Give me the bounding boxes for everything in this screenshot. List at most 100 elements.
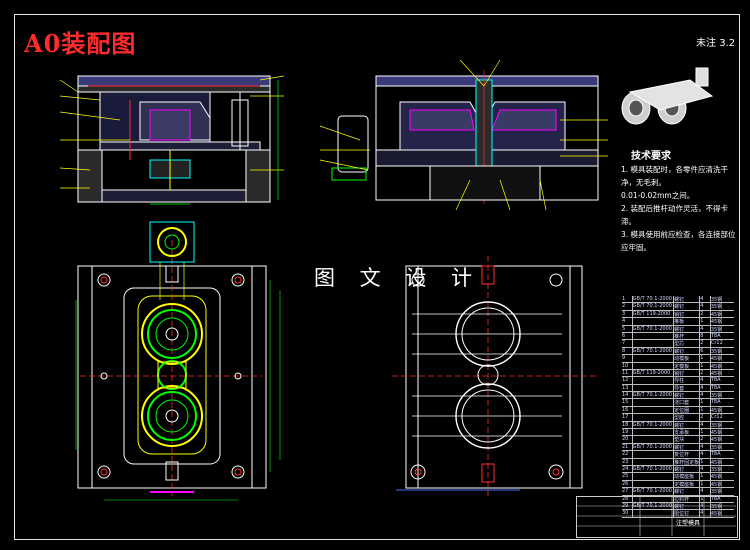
bom-cell xyxy=(633,377,675,384)
bom-cell: T8A xyxy=(710,399,721,406)
bom-cell: 螺钉 xyxy=(674,303,701,310)
bom-cell: GB/T 119-2000 xyxy=(633,310,675,318)
bom-cell: 3 xyxy=(622,310,633,318)
bom-cell: 4 xyxy=(700,465,711,473)
surface-roughness-note: 未注 3.2 xyxy=(696,34,735,49)
technical-note-line: 3. 模具使用前应检查，各连接部位应牢固。 xyxy=(621,230,736,252)
bom-cell: 型芯 xyxy=(674,340,701,347)
bom-cell xyxy=(633,495,675,502)
drawing-title: A0装配图 xyxy=(24,29,137,58)
drawing-frame xyxy=(14,14,740,540)
bom-cell xyxy=(633,510,675,517)
bom-cell: 动模座板 xyxy=(674,473,701,480)
bom-cell: 15 xyxy=(622,399,633,406)
bom-cell: 10 xyxy=(622,362,633,369)
bom-cell: GB/T 70.1-2000 xyxy=(633,303,675,310)
bom-cell: GB/T 70.1-2000 xyxy=(633,392,675,399)
bom-cell: 销钉 xyxy=(674,369,701,377)
bom-cell: 35钢 xyxy=(710,297,723,303)
bom-cell: 45钢 xyxy=(710,459,723,465)
bom-cell: 浇口套 xyxy=(674,399,701,406)
section-view-left xyxy=(59,75,285,205)
bom-cell: 4 xyxy=(700,384,711,392)
bom-cell: 45钢 xyxy=(710,319,723,325)
bom-cell: 螺钉 xyxy=(674,465,701,473)
bom-cell: 45钢 xyxy=(710,474,723,480)
title-block xyxy=(576,496,738,538)
bom-cell: 4 xyxy=(700,443,711,451)
bom-cell: 螺钉 xyxy=(674,502,701,510)
bom-cell: 螺钉 xyxy=(674,443,701,451)
bom-cell: GB/T 119-2000 xyxy=(633,369,675,377)
bom-cell: 8 xyxy=(700,332,711,340)
iso-thumbnail xyxy=(621,67,714,125)
bom-cell: 1 xyxy=(700,480,711,488)
bom-cell: 11 xyxy=(622,369,633,377)
bom-cell: 1 xyxy=(700,318,711,325)
bom-cell: 4 xyxy=(700,296,711,303)
bom-cell: Cr12 xyxy=(710,414,723,421)
bom-cell: 35钢 xyxy=(710,444,723,451)
bom-cell: 4 xyxy=(700,392,711,399)
bom-cell: 27 xyxy=(622,488,633,495)
bom-cell: 45钢 xyxy=(710,407,723,414)
bom-cell: 支承板 xyxy=(674,429,701,436)
bom-cell: 9 xyxy=(622,355,633,362)
bom-cell xyxy=(633,480,675,488)
bom-cell: 45钢 xyxy=(710,511,723,517)
bom-cell: 螺钉 xyxy=(674,325,701,332)
bom-cell: 定位圈 xyxy=(674,406,701,414)
bom-cell: 22 xyxy=(622,451,633,458)
bom-cell: 螺钉 xyxy=(674,421,701,429)
bom-cell: 45钢 xyxy=(710,437,723,443)
bom-cell: 4 xyxy=(700,510,711,517)
bom-cell: 限位钉 xyxy=(674,510,701,517)
bom-cell xyxy=(633,318,675,325)
bom-cell xyxy=(633,384,675,392)
bom-cell: 20 xyxy=(622,436,633,443)
bom-cell: 复位杆 xyxy=(674,451,701,458)
bom-cell: 4 xyxy=(700,451,711,458)
bom-cell: 35钢 xyxy=(710,304,723,310)
bom-cell: 螺钉 xyxy=(674,392,701,399)
bom-cell: 19 xyxy=(622,429,633,436)
bom-cell: 1 xyxy=(622,296,633,303)
bom-cell: 4 xyxy=(700,421,711,429)
bom-cell: 12 xyxy=(622,377,633,384)
bom-cell: 1 xyxy=(700,458,711,465)
bom-cell: 推杆 xyxy=(674,332,701,340)
bom-cell: 8 xyxy=(622,347,633,355)
bom-cell: 2 xyxy=(700,436,711,443)
bom-cell: 45钢 xyxy=(710,481,723,488)
bom-cell: 导柱 xyxy=(674,377,701,384)
bom-cell: 2 xyxy=(700,340,711,347)
section-view-right xyxy=(319,59,608,211)
bom-cell: 4 xyxy=(622,318,633,325)
bom-cell: 16 xyxy=(622,406,633,414)
bom-cell: 2 xyxy=(700,369,711,377)
bom-cell: 30 xyxy=(622,510,633,517)
bom-cell: 2 xyxy=(700,414,711,421)
bom-cell: 26 xyxy=(622,480,633,488)
bom-cell: 7 xyxy=(622,340,633,347)
bom-cell: 定模板 xyxy=(674,362,701,369)
bom-cell: 推杆固定板 xyxy=(674,458,701,465)
technical-note-line: 2. 装配后推杆动作灵活，不得卡滞。 xyxy=(621,204,729,226)
bom-cell: 45钢 xyxy=(710,370,723,377)
bom-cell: GB/T 70.1-2000 xyxy=(633,325,675,332)
